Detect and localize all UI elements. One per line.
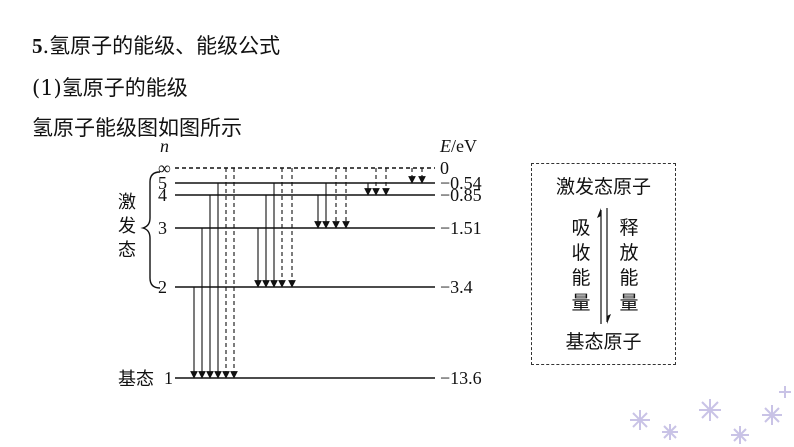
excited-atom-label: 激发态原子: [555, 176, 651, 198]
excited-char-2: 发: [118, 216, 136, 237]
energy-value-labels: 0−0.54−0.85 −1.51 −3.4 −13.6: [440, 158, 482, 388]
diagram-caption: 氢原子能级图如图所示: [32, 116, 242, 140]
energy-label-1: −0.54: [440, 173, 482, 193]
energy-label-2: −0.85: [440, 185, 482, 205]
level-number-3: 3: [158, 218, 167, 238]
level-number-4: 4: [158, 185, 167, 205]
section-heading: 5.氢原子的能级、能级公式: [32, 30, 280, 60]
section-number: 5: [32, 34, 43, 58]
energy-label-0: 0: [440, 158, 449, 178]
level-number-2: 2: [158, 277, 167, 297]
n-axis-label: n: [160, 136, 169, 156]
level-number-5: 5: [158, 173, 167, 193]
level-number-1: 1: [164, 368, 173, 388]
absorb-energy-label: 吸收能量: [571, 217, 591, 314]
level-number-∞: ∞: [158, 158, 171, 178]
absorb-release-arrows-icon: [597, 208, 611, 324]
subheading: (1)氢原子的能级: [32, 76, 188, 100]
level-lines: [175, 167, 435, 379]
release-energy-label: 释放能量: [619, 217, 639, 314]
excited-state-brace: [140, 171, 161, 289]
energy-label-4: −3.4: [440, 277, 473, 297]
ground-atom-label: 基态原子: [565, 331, 642, 353]
ground-state-label: 基态: [118, 369, 154, 390]
level-number-labels: ∞54 3 2 1: [158, 158, 173, 388]
energy-axis-label: E/eV: [439, 136, 477, 156]
energy-label-5: −13.6: [440, 368, 482, 388]
legend-box: 激发态原子 吸收能量 释放能量 基态原子: [531, 163, 676, 365]
section-title: .氢原子的能级、能级公式: [42, 34, 281, 58]
energy-label-3: −1.51: [440, 218, 482, 238]
snowflake-decoration: [630, 386, 791, 444]
excited-char-1: 激: [118, 192, 136, 213]
excited-char-3: 态: [118, 240, 136, 261]
transition-arrows: [190, 168, 426, 379]
